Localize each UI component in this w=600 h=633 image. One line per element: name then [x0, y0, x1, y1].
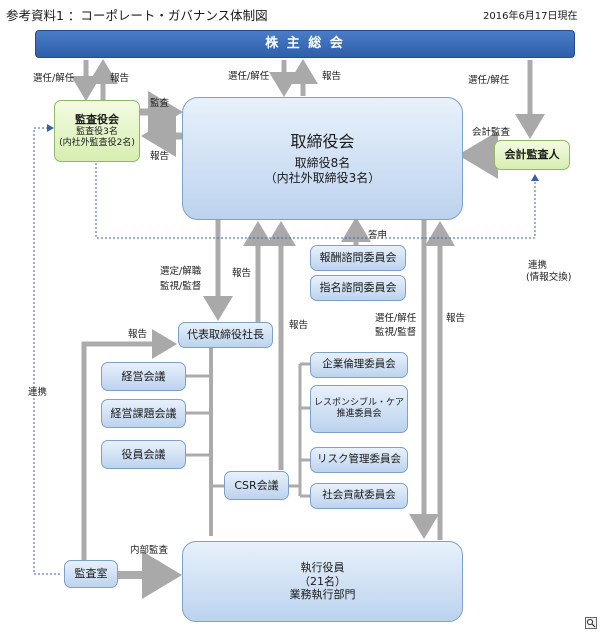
- ethics-committee-label: 企業倫理委員会: [322, 358, 396, 371]
- board-members: 取締役8名: [294, 155, 351, 170]
- responsible-care-committee-box: レスポンシブル・ケア 推進委員会: [310, 385, 408, 433]
- audit-board-title: 監査役会: [75, 112, 119, 126]
- board-outside: （内社外取締役3名）: [264, 170, 381, 185]
- label-report-csr: 報告: [289, 320, 309, 331]
- arrow-audit-office-report: [81, 329, 177, 560]
- shareholders-meeting-box: 株 主 総 会: [35, 30, 575, 58]
- label-elect-dismiss-auditors: 選任/解任: [33, 73, 75, 84]
- as-of-date: 2016年6月17日現在: [483, 11, 578, 22]
- management-meeting-box: 経営会議: [101, 362, 186, 391]
- audit-board-box: 監査役会 監査役3名 (内社外監査役2名): [54, 100, 140, 162]
- officers-meeting-box: 役員会議: [101, 440, 186, 469]
- nomination-committee-box: 指名諮問委員会: [310, 275, 406, 301]
- board-title: 取締役会: [290, 131, 355, 151]
- risk-committee-label: リスク管理委員会: [317, 453, 401, 466]
- president-label: 代表取締役社長: [187, 328, 264, 342]
- label-report-president: 報告: [232, 268, 252, 279]
- audit-office-box: 監査室: [64, 560, 118, 588]
- label-coop-right: 連携: [528, 260, 548, 271]
- coop-line-left: [33, 124, 60, 575]
- compensation-committee-label: 報酬諮問委員会: [319, 251, 397, 265]
- executive-officers-box: 執行役員 （21名） 業務執行部門: [182, 541, 463, 622]
- label-select-dismiss: 選定/解職: [160, 266, 202, 277]
- management-issues-meeting-box: 経営課題会議: [101, 399, 186, 428]
- label-elect-dismiss-accountant: 選任/解任: [468, 75, 510, 86]
- csr-meeting-box: CSR会議: [224, 471, 289, 500]
- executive-count: （21名）: [299, 574, 346, 588]
- label-report-audit-office: 報告: [128, 329, 148, 340]
- label-elect-dismiss-board: 選任/解任: [228, 71, 270, 82]
- label-elect-dismiss-executive: 選任/解任: [375, 313, 417, 324]
- social-contribution-committee-label: 社会貢献委員会: [322, 489, 396, 502]
- ethics-committee-box: 企業倫理委員会: [310, 352, 408, 378]
- management-issues-meeting-label: 経営課題会議: [110, 406, 177, 420]
- executive-division: 業務執行部門: [289, 588, 356, 602]
- officers-meeting-label: 役員会議: [121, 447, 166, 461]
- label-report-board: 報告: [322, 71, 342, 82]
- label-accounting-audit: 会計監査: [472, 127, 511, 138]
- label-audit: 監査: [150, 98, 170, 109]
- label-supervise-executive: 監視/監督: [375, 327, 417, 338]
- responsible-care-label-2: 推進委員会: [336, 409, 382, 419]
- audit-board-outside: (内社外監査役2名): [59, 137, 135, 148]
- executive-title: 執行役員: [300, 560, 345, 574]
- compensation-committee-box: 報酬諮問委員会: [310, 245, 406, 271]
- zoom-icon[interactable]: [585, 617, 597, 629]
- page-title: 参考資料1 ：コーポレート・ガバナンス体制図: [6, 8, 268, 23]
- label-supervise-president: 監視/監督: [160, 281, 202, 292]
- label-internal-audit: 内部監査: [130, 545, 169, 556]
- csr-meeting-label: CSR会議: [234, 478, 279, 492]
- coop-line-auditors-accountant: [95, 163, 539, 239]
- shareholders-meeting-label: 株 主 総 会: [265, 35, 345, 51]
- president-box: 代表取締役社長: [178, 322, 273, 348]
- audit-office-label: 監査室: [74, 567, 108, 581]
- risk-committee-box: リスク管理委員会: [310, 447, 408, 473]
- label-consult: 答申: [368, 230, 388, 241]
- responsible-care-label-1: レスポンシブル・ケア: [313, 397, 404, 408]
- label-coop-left: 連携: [28, 387, 48, 398]
- label-report-to-auditors: 報告: [150, 151, 170, 162]
- management-meeting-label: 経営会議: [121, 369, 166, 383]
- accounting-auditor-label: 会計監査人: [504, 148, 560, 162]
- accounting-auditor-box: 会計監査人: [494, 140, 570, 170]
- social-contribution-committee-box: 社会貢献委員会: [310, 483, 408, 509]
- audit-board-members: 監査役3名: [76, 126, 118, 137]
- label-report-auditors: 報告: [110, 73, 130, 84]
- nomination-committee-label: 指名諮問委員会: [319, 281, 397, 295]
- label-info-exchange: (情報交換): [526, 272, 572, 283]
- label-report-executive: 報告: [446, 313, 466, 324]
- board-of-directors-box: 取締役会 取締役8名 （内社外取締役3名）: [182, 97, 463, 220]
